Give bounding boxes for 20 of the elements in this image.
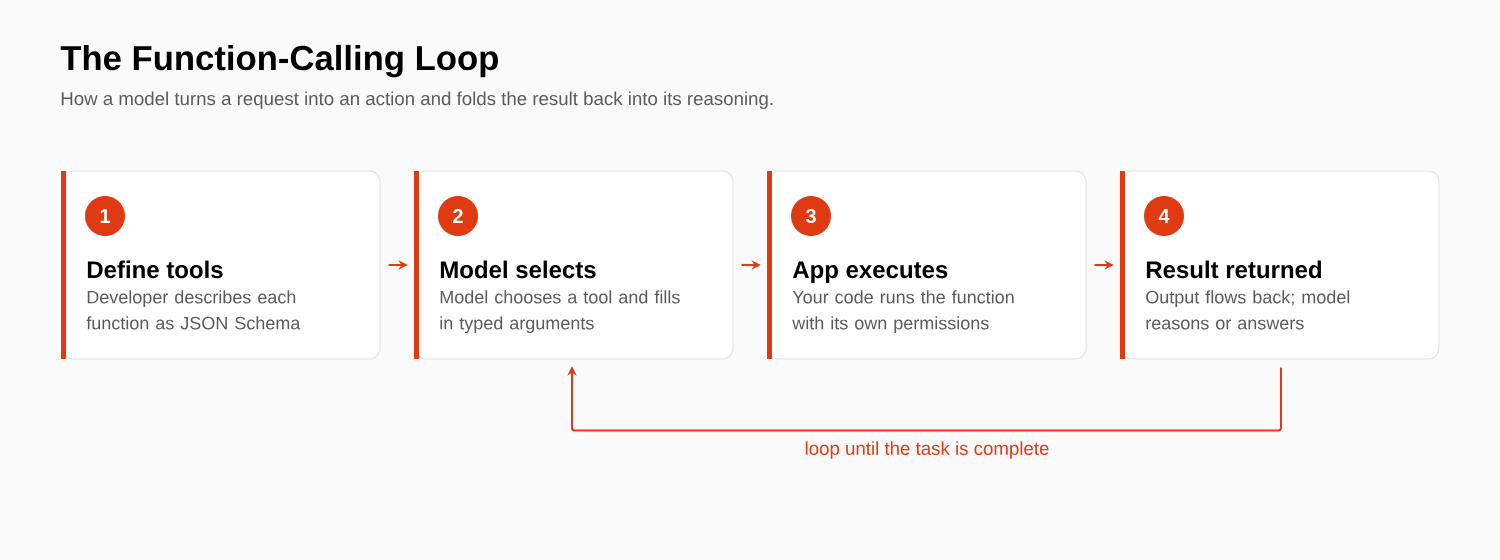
number-badge: 1 bbox=[85, 196, 125, 236]
step-description: Developer describes each function as JSON Schema bbox=[86, 290, 301, 330]
step-card bbox=[61, 170, 381, 360]
step-description: Your code runs the function with its own permissions bbox=[792, 290, 1014, 334]
number-badge: 3 bbox=[791, 196, 831, 236]
step-card bbox=[1120, 170, 1440, 360]
number-badge: 4 bbox=[1144, 196, 1184, 236]
loop-arrow bbox=[567, 366, 1282, 432]
edge-label: loop until the task is complete bbox=[801, 438, 1053, 462]
step-card bbox=[414, 170, 734, 360]
step-heading: App executes bbox=[792, 261, 948, 283]
step-heading: Model selects bbox=[440, 260, 596, 279]
step-heading: Define tools bbox=[87, 260, 223, 279]
subtitle: How a model turns a request into an action and folds the result back into its reasoning. bbox=[61, 91, 773, 109]
step-card bbox=[767, 170, 1087, 360]
step-description: Model chooses a tool and fills in typed arguments bbox=[440, 290, 680, 334]
title: The Function-Calling Loop bbox=[60, 44, 498, 78]
number-badge: 2 bbox=[438, 196, 478, 236]
step-description: Output flows back; model reasons or answers bbox=[1146, 290, 1350, 330]
step-heading: Result returned bbox=[1146, 260, 1322, 279]
